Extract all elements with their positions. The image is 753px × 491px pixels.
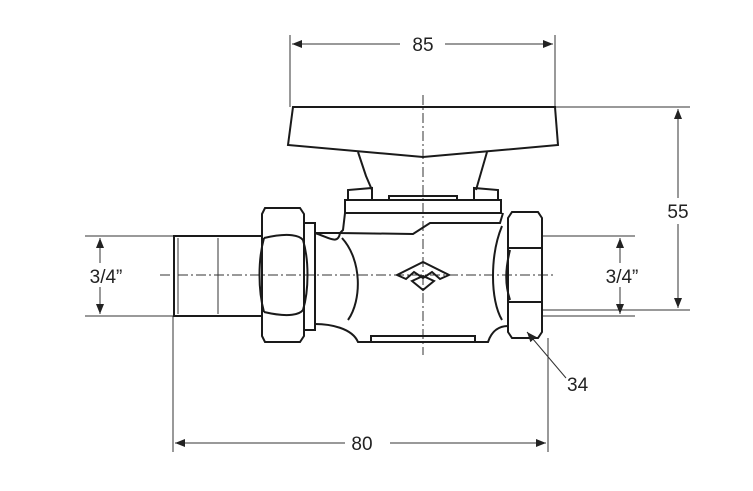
dimension-55: 55	[662, 109, 696, 308]
dimension-inlet-thread: 3/4”	[82, 238, 130, 314]
dimension-85: 85	[292, 32, 553, 56]
valve-body	[314, 225, 509, 343]
inlet-thread-pipe	[173, 235, 263, 317]
dimension-label-length: 80	[351, 434, 372, 455]
outlet-hex-nut	[505, 211, 543, 339]
dimension-label-inlet-thread: 3/4”	[90, 267, 123, 288]
dimension-80: 80	[175, 431, 546, 455]
extension-lines	[85, 35, 690, 452]
valve-handle	[286, 106, 560, 191]
dimension-label-handle-width: 85	[412, 35, 433, 56]
dimension-label-outlet-thread: 3/4”	[606, 267, 639, 288]
dimension-hex-leader: 34	[526, 331, 589, 396]
valve-bonnet	[337, 186, 504, 236]
dimension-label-height: 55	[667, 202, 688, 223]
dimension-label-hex-size: 34	[567, 375, 589, 396]
inlet-hex-nut	[258, 207, 316, 343]
dimension-outlet-thread: 3/4”	[596, 238, 646, 314]
brand-logo-icon	[394, 260, 452, 292]
